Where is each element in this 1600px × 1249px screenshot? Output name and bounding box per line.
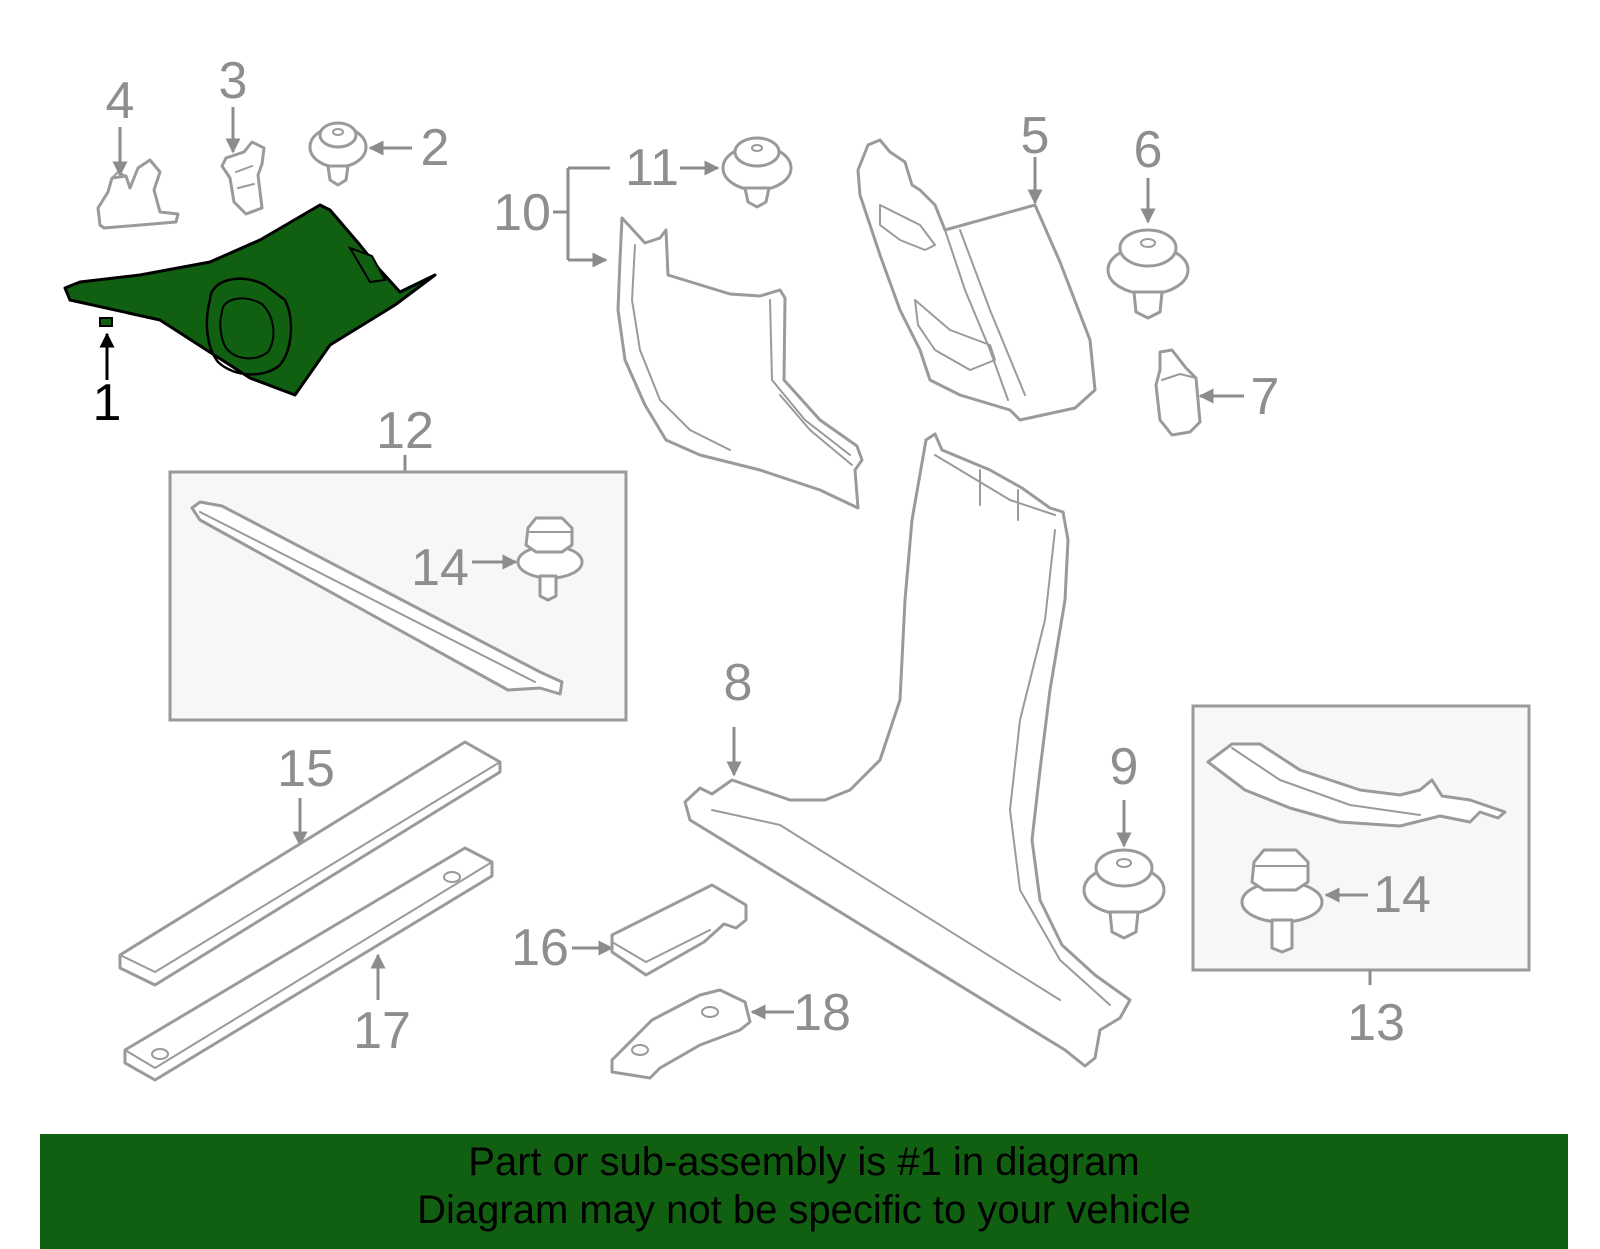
part-15-strip[interactable]	[118, 740, 502, 987]
part-8-pillar-trim[interactable]	[683, 432, 1132, 1068]
banner-line-2: Diagram may not be specific to your vehi…	[417, 1188, 1191, 1232]
callout-8[interactable]: 8	[724, 654, 753, 712]
callout-10[interactable]: 10	[493, 184, 551, 242]
part-5-pillar-trim[interactable]	[856, 138, 1097, 422]
banner-line-1: Part or sub-assembly is #1 in diagram	[468, 1140, 1140, 1184]
callout-12[interactable]: 12	[376, 402, 434, 460]
leader-10	[553, 166, 610, 268]
callout-4[interactable]: 4	[106, 72, 135, 130]
callout-5[interactable]: 5	[1021, 107, 1050, 165]
part-4-clip[interactable]	[96, 158, 180, 230]
callout-6[interactable]: 6	[1134, 121, 1163, 179]
info-banner: Part or sub-assembly is #1 in diagram Di…	[40, 1134, 1568, 1249]
part-11-push-clip[interactable]	[721, 136, 793, 209]
part-9-push-clip[interactable]	[1082, 848, 1166, 940]
callout-1[interactable]: 1	[93, 374, 122, 432]
part-16-pad[interactable]	[610, 883, 748, 977]
callout-11[interactable]: 11	[625, 139, 679, 197]
part-7-clip[interactable]	[1154, 348, 1202, 437]
callout-15[interactable]: 15	[277, 740, 335, 798]
part-2-push-clip[interactable]	[308, 121, 368, 187]
part-3-clip[interactable]	[220, 140, 266, 216]
part-12-sill-strip[interactable]	[190, 500, 564, 696]
callout-2[interactable]: 2	[421, 119, 450, 177]
callout-16[interactable]: 16	[511, 919, 569, 977]
part-14-clip-b[interactable]	[1240, 848, 1324, 954]
part-18-bracket[interactable]	[610, 988, 752, 1080]
callout-18[interactable]: 18	[793, 984, 851, 1042]
part-13-trim-strip[interactable]	[1206, 742, 1507, 828]
callout-9[interactable]: 9	[1110, 738, 1139, 796]
part-1-trim-panel[interactable]	[63, 203, 437, 397]
callout-7[interactable]: 7	[1251, 368, 1280, 426]
part-17-strip[interactable]	[123, 846, 494, 1082]
callout-13[interactable]: 13	[1347, 994, 1405, 1052]
callout-14-a[interactable]: 14	[411, 539, 469, 597]
callout-3[interactable]: 3	[219, 52, 248, 110]
part-10-kick-panel[interactable]	[616, 216, 864, 510]
part-14-clip-a[interactable]	[516, 516, 584, 602]
part-6-push-clip[interactable]	[1106, 228, 1190, 320]
callout-14-b[interactable]: 14	[1373, 866, 1431, 924]
callout-17[interactable]: 17	[353, 1002, 411, 1060]
